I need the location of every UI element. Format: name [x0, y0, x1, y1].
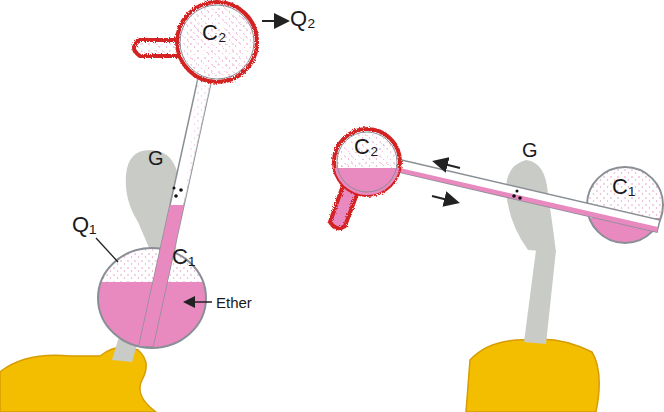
part-label: G: [522, 140, 538, 160]
heat-label: Q₁: [72, 214, 97, 236]
substance-label: Ether: [216, 295, 252, 310]
part-label: G: [148, 148, 164, 168]
bulb-label: C₂: [202, 22, 226, 44]
bulb-label: C₂: [354, 136, 378, 158]
bulb-label: C₁: [612, 176, 635, 198]
heat-label: Q₂: [290, 8, 316, 30]
bulb-label: C₁: [172, 246, 195, 268]
